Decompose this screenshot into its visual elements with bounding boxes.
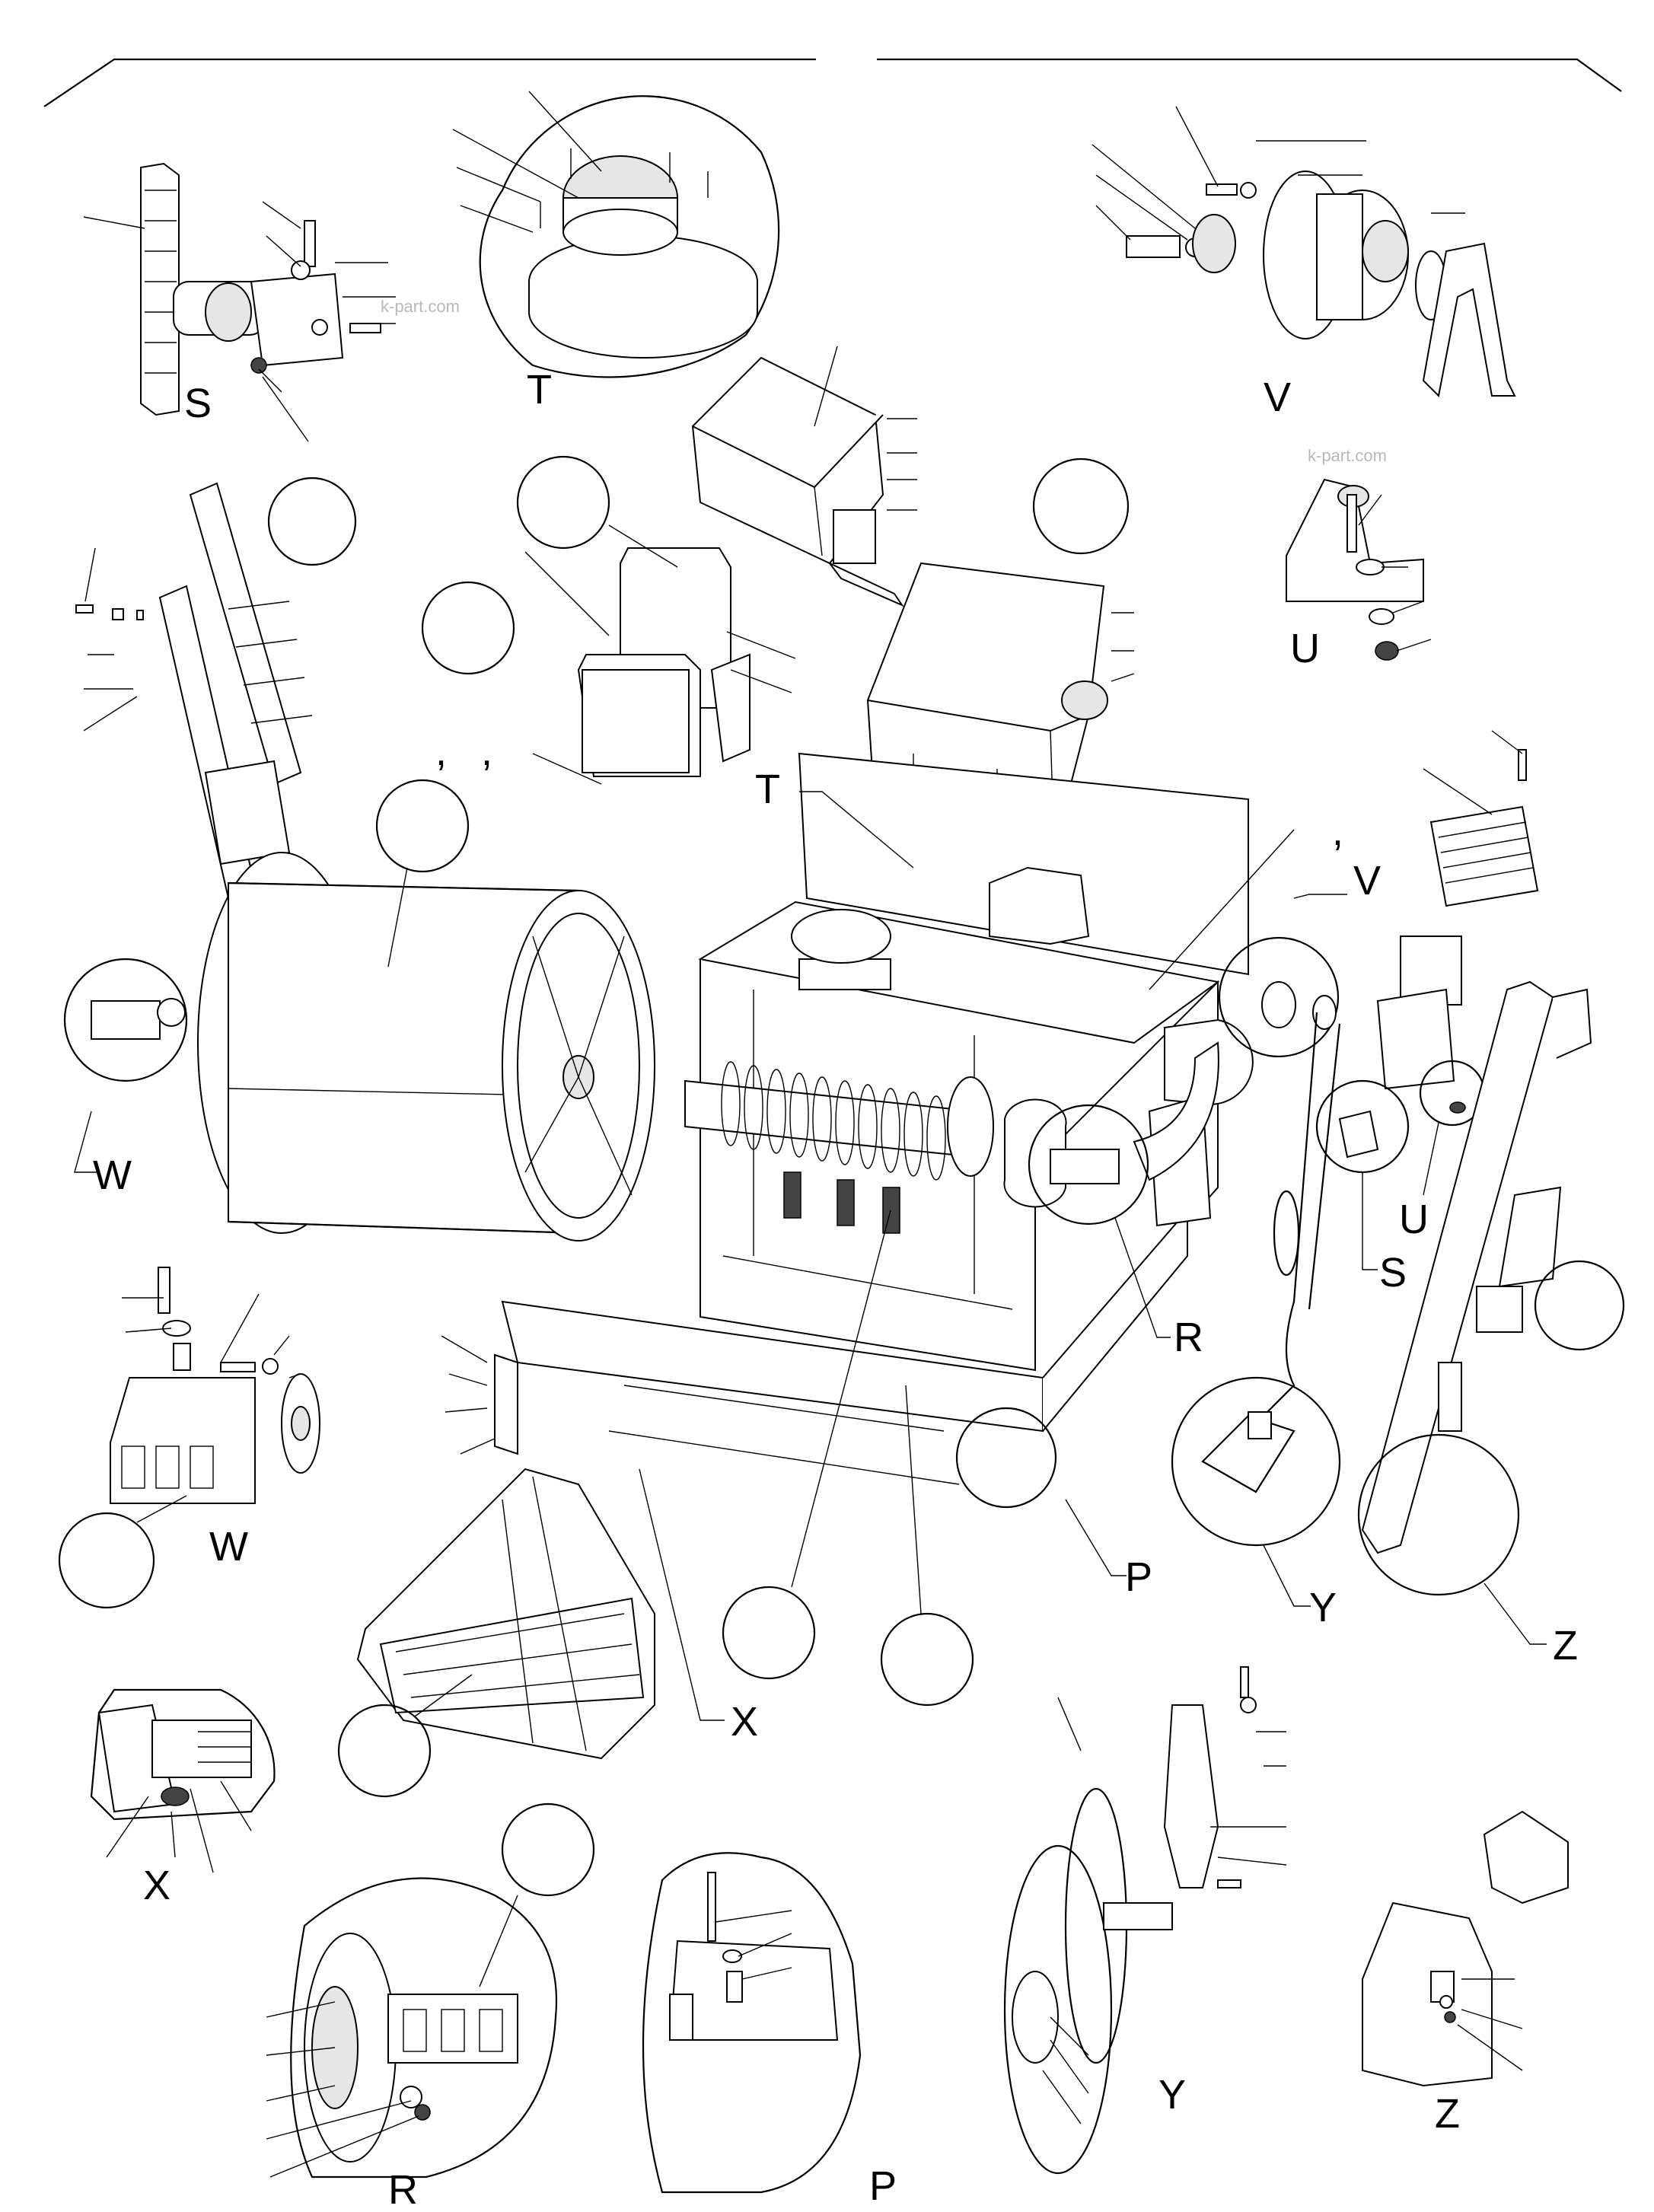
watermark-2: k-part.com [1308,446,1387,465]
lower-frame-callouts: P [441,1210,1152,1707]
detail-w-low: W [58,1267,320,1609]
label-x-low: X [143,1863,170,1908]
label-z-low: Z [1435,2091,1460,2137]
main-frame [501,752,1254,1485]
detail-r-low: R [266,1802,595,2212]
z-frame-assembly: Z [1357,980,1625,1669]
motor-assembly [1376,730,1539,1090]
detail-x-low: X [90,1688,276,1908]
label-y-low: Y [1158,2072,1186,2118]
detail-z-low: Z [1362,1810,1569,2137]
rail-assembly-left [75,477,357,900]
label-u-top: U [1290,626,1320,671]
drive-chain [1263,1012,1341,1417]
electric-box-middle: , , [421,455,796,785]
label-t-top: T [527,367,552,413]
label-v-top: V [1264,375,1291,420]
frame-labels: T V , [755,767,1381,990]
watermark-1: k-part.com [381,297,460,316]
detail-s-circle: S [1315,1079,1410,1296]
detail-u-circle: U [1399,1060,1486,1242]
label-v-mid: V [1353,858,1381,904]
cable-drum [197,779,655,1241]
detail-w-circle: W [63,958,188,1198]
detail-y-circle: Y [1171,1376,1341,1630]
detail-y-low: Y [1003,1666,1287,2175]
winch-shaft [684,1041,1219,1234]
comma-a: , [435,728,447,774]
label-w-low: W [209,1524,248,1570]
label-x-mid: X [731,1699,758,1745]
label-w-left: W [93,1152,132,1198]
electric-box-upper [691,346,917,607]
label-r-low: R [388,2167,418,2212]
label-z-mid: Z [1553,1623,1578,1669]
detail-x-frame: X [337,1468,758,1798]
detail-u-top: U [1286,478,1432,671]
comma-c: , [1332,808,1343,854]
detail-p-low: P [642,1852,897,2209]
comma-b: , [481,728,492,774]
header-frame [43,58,1622,107]
detail-v-circle [1218,936,1340,1058]
detail-r-circle: R [1028,1104,1203,1360]
label-r-mid: R [1174,1315,1203,1360]
detail-s-top: S k-part.com [83,162,460,442]
label-u-mid: U [1399,1197,1429,1242]
label-y-mid: Y [1309,1585,1337,1630]
detail-v-top: V [1092,106,1516,420]
label-s-mid: S [1379,1250,1407,1296]
detail-t-top: T [452,91,780,413]
label-s-top: S [184,381,212,426]
label-p-low: P [869,2163,897,2209]
label-t-mid: T [755,767,780,812]
label-p-mid: P [1125,1554,1152,1600]
